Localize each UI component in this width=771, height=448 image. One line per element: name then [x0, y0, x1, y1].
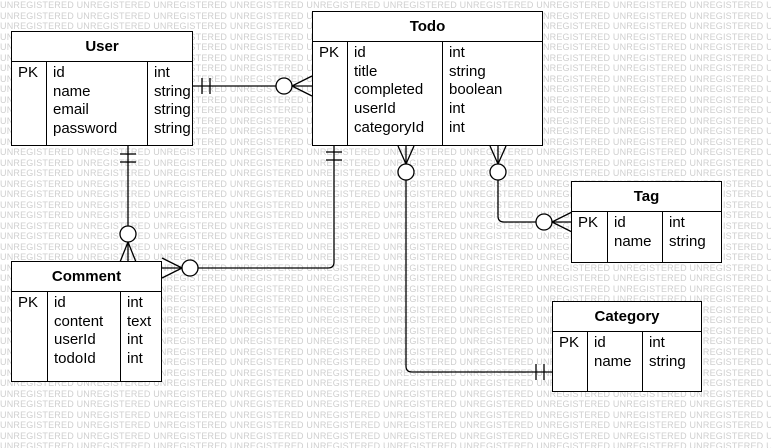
- field-type: string: [154, 82, 191, 100]
- rel-user-todo: [192, 75, 313, 97]
- field-type: string: [449, 62, 486, 80]
- field-names: id name: [608, 212, 663, 262]
- field-type: string: [154, 101, 191, 119]
- pk-column: PK: [313, 42, 348, 145]
- field-name: categoryId: [354, 118, 425, 136]
- field-type: int: [449, 44, 465, 61]
- entity-title: Todo: [313, 12, 542, 42]
- field-type: int: [449, 118, 465, 136]
- pk-label: PK: [559, 334, 580, 351]
- field-type: int: [127, 331, 143, 349]
- field-type: int: [649, 334, 665, 351]
- field-names: id name: [588, 332, 643, 391]
- field-type: string: [649, 352, 686, 370]
- field-type: text: [127, 312, 152, 330]
- field-name: title: [354, 62, 378, 80]
- field-types: int string: [663, 212, 706, 262]
- field-name: id: [594, 334, 606, 351]
- entity-comment[interactable]: Comment PK id content userId todoId int …: [11, 261, 162, 382]
- field-name: name: [53, 82, 91, 100]
- field-name: name: [614, 232, 652, 250]
- entity-title: User: [12, 32, 192, 62]
- field-types: int string string string: [148, 62, 191, 145]
- field-name: email: [53, 101, 89, 119]
- pk-column: PK: [12, 292, 48, 381]
- field-name: content: [54, 312, 104, 330]
- pk-column: PK: [572, 212, 608, 262]
- field-type: int: [154, 64, 170, 81]
- field-type: int: [127, 350, 143, 368]
- field-names: id title completed userId categoryId: [348, 42, 443, 145]
- field-types: int string boolean int int: [443, 42, 502, 145]
- rel-user-comment: [119, 146, 137, 263]
- pk-column: PK: [553, 332, 588, 391]
- rel-todo-category: [397, 145, 552, 380]
- field-name: id: [354, 44, 366, 61]
- entity-todo[interactable]: Todo PK id title completed userId catego…: [312, 11, 543, 146]
- field-type: int: [449, 100, 465, 118]
- pk-label: PK: [578, 214, 599, 231]
- field-name: completed: [354, 81, 424, 99]
- field-names: id name email password: [47, 62, 148, 145]
- field-name: id: [614, 214, 626, 231]
- entity-category[interactable]: Category PK id name int string: [552, 301, 702, 392]
- field-name: userId: [354, 100, 396, 118]
- rel-todo-tag: [489, 145, 573, 233]
- entity-title: Tag: [572, 182, 721, 212]
- field-type: boolean: [449, 81, 503, 99]
- pk-column: PK: [12, 62, 47, 145]
- entity-tag[interactable]: Tag PK id name int string: [571, 181, 722, 263]
- field-name: id: [54, 294, 66, 311]
- field-type: string: [669, 232, 706, 250]
- field-names: id content userId todoId: [48, 292, 121, 381]
- rel-todo-comment: [161, 146, 342, 279]
- field-name: password: [53, 120, 118, 138]
- entity-title: Category: [553, 302, 701, 332]
- entity-title: Comment: [12, 262, 161, 292]
- field-types: int string: [643, 332, 686, 391]
- field-types: int text int int: [121, 292, 151, 381]
- field-type: int: [127, 294, 143, 311]
- field-type: int: [669, 214, 685, 231]
- field-name: todoId: [54, 350, 96, 368]
- field-name: userId: [54, 331, 96, 349]
- entity-user[interactable]: User PK id name email password int strin…: [11, 31, 193, 146]
- field-name: name: [594, 352, 632, 370]
- pk-label: PK: [18, 64, 39, 81]
- pk-label: PK: [18, 294, 39, 311]
- field-name: id: [53, 64, 65, 81]
- field-type: string: [154, 120, 191, 138]
- pk-label: PK: [319, 44, 340, 61]
